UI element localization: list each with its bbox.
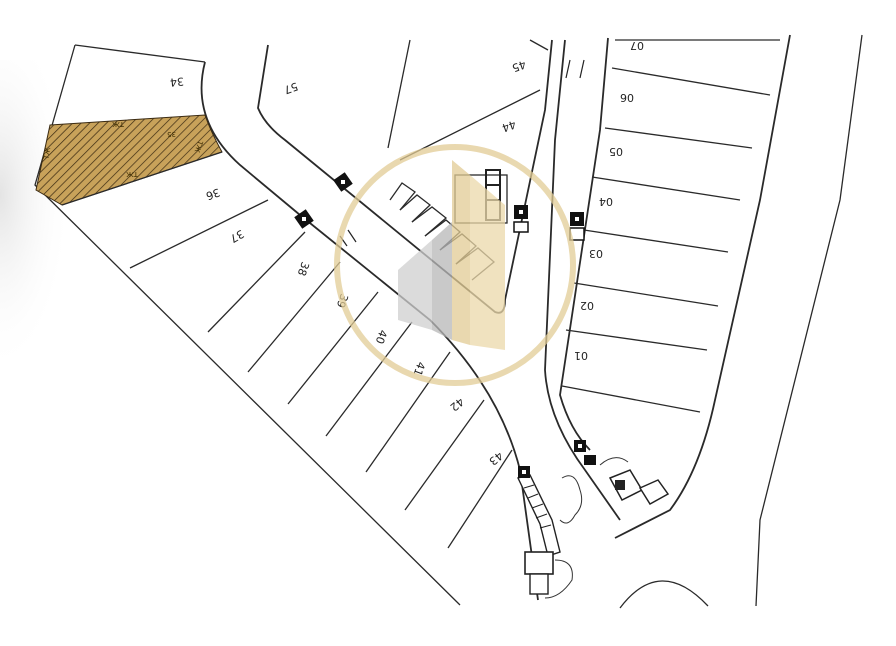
right-block-outline (544, 34, 863, 607)
lot-label-40: 40 (373, 328, 390, 346)
lot-label-03: 03 (589, 247, 603, 260)
lot-label-05: 05 (609, 145, 623, 158)
left-lot-dividers (61, 151, 513, 549)
street-lamp-icon (518, 466, 530, 478)
entrance-stairs (516, 474, 583, 599)
street-lamp-icon (574, 440, 586, 452)
lot-label-45: 45 (510, 57, 528, 74)
lot-label-02: 02 (580, 299, 594, 312)
highlight-label: ТЖ (112, 120, 125, 128)
right-lot-dividers (561, 67, 771, 413)
lot-label-57: 57 (282, 79, 300, 96)
street-lamp-icon (584, 455, 596, 465)
highlighted-lot-35[interactable] (35, 114, 223, 206)
lot-label-01: 01 (574, 349, 588, 362)
street-lamp-icon (514, 205, 528, 219)
street-lamp-icon (513, 221, 529, 233)
lot-label-04: 04 (599, 195, 613, 208)
lot-label-37: 37 (228, 227, 247, 245)
lot-label-38: 38 (295, 260, 312, 278)
lot-label-36: 36 (204, 185, 222, 202)
lot-label-34: 34 (169, 75, 184, 89)
street-lamp-icon (333, 172, 353, 192)
gate-structure (599, 457, 670, 506)
highlight-label: 35 (167, 130, 176, 138)
highlight-label: ТЖ (126, 170, 139, 178)
street-lamp-icon (570, 212, 584, 226)
building-logo-watermark (334, 144, 576, 386)
roundabout-arc (619, 580, 709, 609)
street-lamps (294, 172, 596, 478)
highlight-label: ТЖ (42, 146, 52, 160)
lot-label-42: 42 (447, 395, 466, 414)
lot-label-06: 06 (620, 91, 634, 104)
street-lamp-icon (294, 209, 314, 229)
lot-label-44: 44 (500, 117, 518, 134)
lot-label-07: 07 (630, 39, 644, 52)
